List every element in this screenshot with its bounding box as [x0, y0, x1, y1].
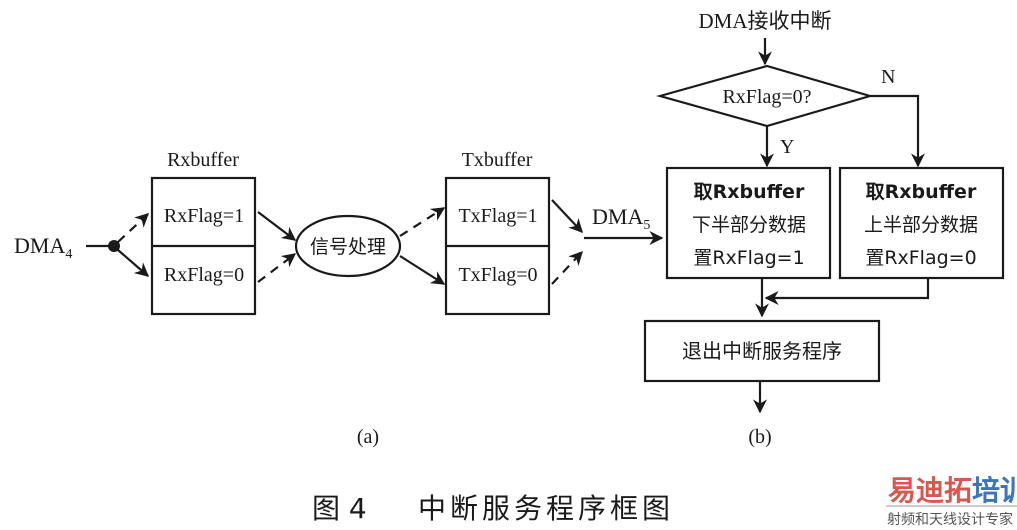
arrow-dma4-to-rxflag0	[117, 249, 150, 277]
no-process-box: 取Rxbuffer 上半部分数据 置RxFlag=0	[838, 166, 1005, 280]
yes-box-line-1: 取Rxbuffer	[694, 181, 805, 203]
arrow-dma4-to-rxflag1	[117, 213, 150, 243]
arrow-rxflag1-to-process	[257, 211, 297, 241]
no-box-line-3: 置RxFlag=0	[865, 247, 976, 269]
watermark-brand-red: 易迪拓	[888, 474, 972, 507]
signal-processing-ellipse	[294, 214, 402, 278]
figure-caption: 图 4 中断服务程序框图	[312, 492, 674, 525]
rxbuffer-slot-0: RxFlag=0	[164, 264, 244, 286]
panel-b-label: (b)	[748, 426, 771, 448]
signal-processing-node: 信号处理	[294, 214, 402, 278]
rxbuffer-slot-1: RxFlag=1	[164, 205, 244, 227]
yes-box-line-3: 置RxFlag=1	[693, 247, 804, 269]
decision-label: RxFlag=0?	[722, 86, 811, 108]
caption-number: 图 4	[312, 492, 367, 525]
panel-a-label: (a)	[357, 426, 379, 448]
watermark-tagline: 射频和天线设计专家	[887, 511, 1013, 528]
panel-a: DMA4 Rxbuffer RxFlag=1 RxFlag=0 信号处理 Txb…	[14, 149, 664, 448]
no-box-line-2: 上半部分数据	[864, 214, 978, 236]
arrow-no-merge	[764, 278, 930, 305]
arrow-rxflag0-to-process	[257, 253, 297, 283]
txbuffer-title: Txbuffer	[462, 149, 533, 171]
entry-label: DMA接收中断	[698, 9, 831, 33]
no-box-frame	[838, 166, 1005, 280]
exit-box-frame	[643, 319, 881, 383]
signal-processing-label: 信号处理	[310, 236, 386, 258]
panel-b: DMA接收中断 RxFlag=0? Y N 取Rxbuffer 下半部分数据 置…	[643, 9, 1005, 448]
txbuffer-slot-1: TxFlag=1	[458, 205, 537, 227]
arrow-txflag0-to-dma5	[551, 250, 583, 285]
yes-box-line-2: 下半部分数据	[692, 214, 806, 236]
yes-label: Y	[780, 136, 794, 158]
txbuffer-slot-0: TxFlag=0	[458, 264, 537, 286]
decision-node: RxFlag=0?	[655, 64, 874, 128]
rxbuffer-title: Rxbuffer	[167, 149, 239, 171]
arrow-no-branch	[870, 94, 925, 168]
exit-box: 退出中断服务程序	[643, 319, 881, 383]
yes-process-box: 取Rxbuffer 下半部分数据 置RxFlag=1	[665, 166, 832, 280]
arrow-process-to-txflag0	[399, 255, 446, 285]
dma4-label: DMA4	[14, 233, 72, 262]
split-node	[108, 240, 120, 252]
rxbuffer: RxFlag=1 RxFlag=0	[150, 176, 257, 316]
watermark: 易迪拓 培训 射频和天线设计专家	[886, 474, 1017, 528]
arrow-txflag1-to-dma5	[551, 199, 583, 234]
txbuffer: TxFlag=1 TxFlag=0	[444, 176, 551, 316]
no-label: N	[881, 66, 895, 88]
caption-title: 中断服务程序框图	[418, 492, 674, 525]
no-box-line-1: 取Rxbuffer	[866, 181, 977, 203]
arrow-process-to-txflag1	[399, 207, 446, 237]
exit-box-label: 退出中断服务程序	[682, 339, 842, 363]
dma5-label: DMA5	[592, 204, 650, 233]
watermark-brand-blue: 培训	[972, 474, 1017, 507]
yes-box-frame	[665, 166, 832, 280]
